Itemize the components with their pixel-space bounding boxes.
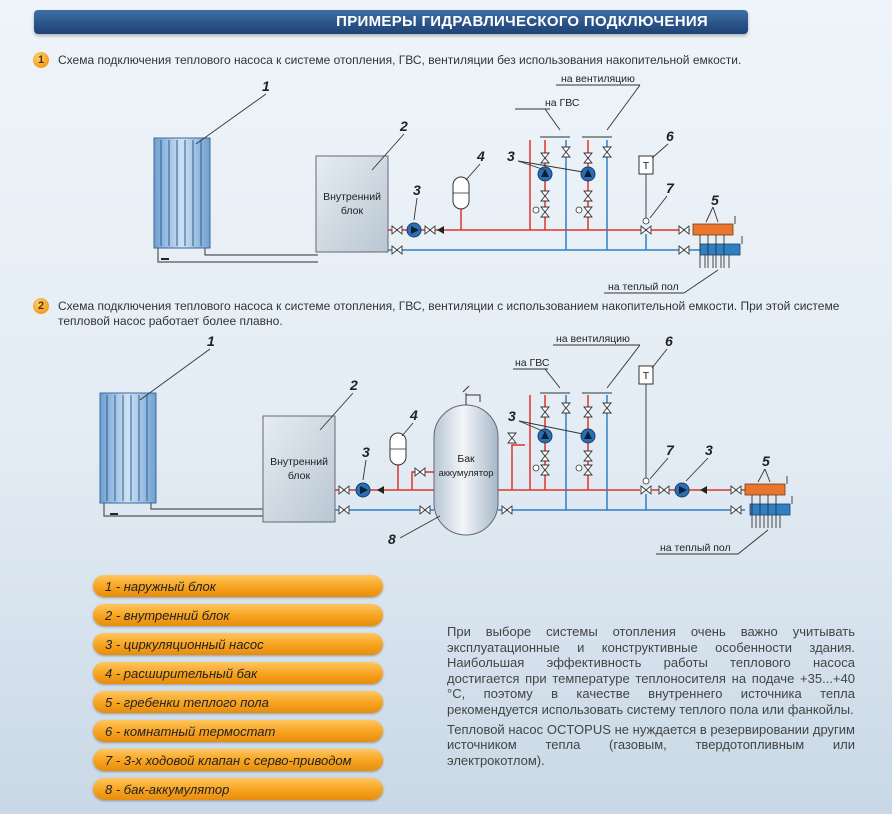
to-floor-label: на теплый пол — [608, 281, 679, 293]
callout2-4: 4 — [409, 407, 418, 423]
callout-5: 5 — [711, 192, 719, 208]
explanatory-note: При выборе системы отопления очень важно… — [447, 624, 855, 772]
floor-manifold-supply-2 — [744, 483, 786, 496]
callout-7: 7 — [666, 180, 675, 196]
legend-label: 6 - комнатный термостат — [105, 724, 276, 739]
legend-item-6: 6 - комнатный термостат — [93, 720, 383, 742]
indoor-unit-label2-line2: блок — [288, 470, 311, 482]
outdoor-unit-radiator-2 — [99, 392, 157, 504]
indoor-unit-box-2 — [262, 415, 336, 523]
legend-item-1: 1 - наружный блок — [93, 575, 383, 597]
legend-label: 4 - расширительный бак — [105, 666, 258, 681]
callout2-2: 2 — [349, 377, 358, 393]
callout2-6: 6 — [665, 333, 673, 349]
scheme2-description: Схема подключения теплового насоса к сис… — [58, 299, 840, 328]
legend-item-5: 5 - гребенки теплого пола — [93, 691, 383, 713]
indoor-unit-label2-line1: Внутренний — [270, 456, 328, 468]
legend-item-3: 3 - циркуляционный насос — [93, 633, 383, 655]
tank-label-line2: аккумулятор — [438, 468, 493, 479]
to-dhw-label: на ГВС — [545, 97, 580, 109]
indoor-unit-box — [315, 155, 389, 253]
legend-label: 8 - бак-аккумулятор — [105, 782, 230, 797]
callout-1: 1 — [262, 78, 270, 94]
legend-label: 2 - внутренний блок — [105, 608, 230, 623]
callout2-3b: 3 — [508, 408, 516, 424]
callout-3: 3 — [413, 182, 421, 198]
circulation-pump-icon — [406, 222, 422, 238]
floor-manifold-supply — [692, 223, 734, 236]
thermostat-symbol-2: T — [643, 370, 650, 382]
to-floor-label-2: на теплый пол — [660, 542, 731, 554]
outdoor-unit-radiator — [153, 137, 211, 249]
floor-manifold-return-2 — [749, 503, 791, 516]
note-paragraph-2: Тепловой насос OCTOPUS не нуждается в ре… — [447, 721, 855, 768]
scheme1-description: Схема подключения теплового насоса к сис… — [58, 53, 742, 67]
title-banner: ПРИМЕРЫ ГИДРАВЛИЧЕСКОГО ПОДКЛЮЧЕНИЯ — [34, 10, 748, 34]
floor-manifold-return — [699, 243, 741, 256]
legend-label: 5 - гребенки теплого пола — [105, 695, 269, 710]
callout-4: 4 — [476, 148, 485, 164]
scheme1-diagram: Внутренний блок — [153, 73, 743, 294]
callout2-5: 5 — [762, 453, 770, 469]
callout-2: 2 — [399, 118, 408, 134]
legend-label: 3 - циркуляционный насос — [105, 637, 264, 652]
legend-label: 1 - наружный блок — [105, 579, 216, 594]
callout2-1: 1 — [207, 333, 215, 349]
scheme1-badge: 1 — [33, 52, 49, 68]
callout-3b: 3 — [507, 148, 515, 164]
note-paragraph-1: При выборе системы отопления очень важно… — [447, 624, 855, 717]
to-ventilation-label-2: на вентиляцию — [556, 333, 630, 345]
legend-item-4: 4 - расширительный бак — [93, 662, 383, 684]
three-way-valve-icon — [640, 225, 652, 235]
scheme2-diagram: Внутренний блок Бак аккумулятор — [99, 333, 793, 555]
tank-label-line1: Бак — [457, 453, 475, 465]
callout2-8: 8 — [388, 531, 396, 547]
hydraulic-diagrams: Внутренний блок — [99, 73, 793, 555]
indoor-unit-label-line1: Внутренний — [323, 191, 381, 203]
three-way-valve-icon-2 — [640, 485, 652, 495]
circulation-pump-icon-2 — [355, 482, 371, 498]
page-title: ПРИМЕРЫ ГИДРАВЛИЧЕСКОГО ПОДКЛЮЧЕНИЯ — [336, 13, 708, 30]
callout2-7: 7 — [666, 442, 675, 458]
legend-item-7: 7 - 3-х ходовой клапан с серво-приводом — [93, 749, 383, 771]
scheme2-badge: 2 — [33, 298, 49, 314]
to-ventilation-label: на вентиляцию — [561, 73, 635, 85]
callout2-3c: 3 — [705, 442, 713, 458]
circulation-pump-icon-3 — [674, 482, 690, 498]
callout-6: 6 — [666, 128, 674, 144]
legend-item-8: 8 - бак-аккумулятор — [93, 778, 383, 800]
thermostat-symbol: T — [643, 160, 650, 172]
callout2-3: 3 — [362, 444, 370, 460]
indoor-unit-label-line2: блок — [341, 205, 364, 217]
legend-item-2: 2 - внутренний блок — [93, 604, 383, 626]
to-dhw-label-2: на ГВС — [515, 357, 550, 369]
legend-label: 7 - 3-х ходовой клапан с серво-приводом — [105, 753, 352, 768]
